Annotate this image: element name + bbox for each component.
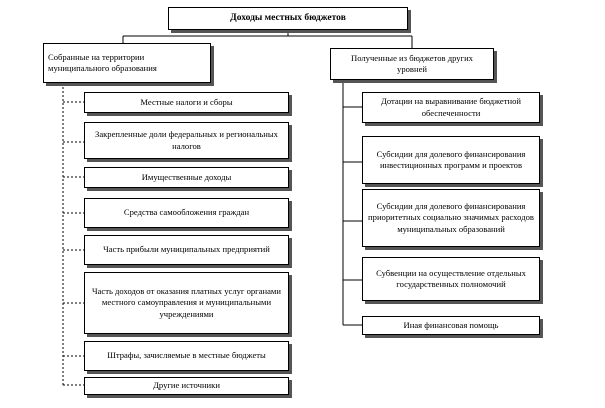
left-item-label: Средства самообложения граждан — [123, 207, 250, 218]
right-item: Иная финансовая помощь — [362, 316, 540, 335]
right-item-label: Дотации на выравнивание бюджетной обеспе… — [381, 96, 521, 118]
right-branch-header: Полученные из бюджетов других уровней — [330, 48, 494, 80]
left-item: Местные налоги и сборы — [84, 92, 289, 113]
left-item: Часть доходов от оказания платных услуг … — [84, 272, 289, 334]
left-item: Закрепленные доли федеральных и регионал… — [84, 122, 289, 159]
left-item-label: Закрепленные доли федеральных и регионал… — [95, 129, 278, 151]
right-item-label: Субсидии для долевого финансирования при… — [368, 201, 534, 234]
right-branch-label: Полученные из бюджетов других уровней — [351, 52, 473, 74]
right-item: Дотации на выравнивание бюджетной обеспе… — [362, 92, 540, 123]
right-item-label: Иная финансовая помощь — [403, 319, 499, 330]
left-item: Имущественные доходы — [84, 167, 289, 188]
left-item-label: Местные налоги и сборы — [140, 96, 233, 107]
left-branch-header: Собранные на территории муниципального о… — [43, 43, 211, 83]
left-item-label: Имущественные доходы — [141, 171, 232, 182]
right-item: Субвенции на осуществление отдельных гос… — [362, 257, 540, 301]
left-item-label: Часть прибыли муниципальных предприятий — [103, 244, 270, 255]
left-item-label: Штрафы, зачисляемые в местные бюджеты — [107, 350, 266, 361]
left-item: Другие источники — [84, 377, 289, 395]
left-item: Средства самообложения граждан — [84, 198, 289, 228]
right-item: Субсидии для долевого финансирования при… — [362, 189, 540, 247]
left-branch-label: Собранные на территории муниципального о… — [48, 51, 157, 73]
right-item: Субсидии для долевого финансирования инв… — [362, 136, 540, 184]
root-label: Доходы местных бюджетов — [230, 13, 346, 24]
left-item: Часть прибыли муниципальных предприятий — [84, 235, 289, 265]
left-item-label: Другие источники — [153, 380, 220, 391]
left-item: Штрафы, зачисляемые в местные бюджеты — [84, 341, 289, 371]
left-item-label: Часть доходов от оказания платных услуг … — [92, 286, 281, 319]
right-item-label: Субсидии для долевого финансирования инв… — [376, 148, 526, 170]
right-item-label: Субвенции на осуществление отдельных гос… — [376, 267, 526, 289]
root-node: Доходы местных бюджетов — [168, 7, 408, 30]
